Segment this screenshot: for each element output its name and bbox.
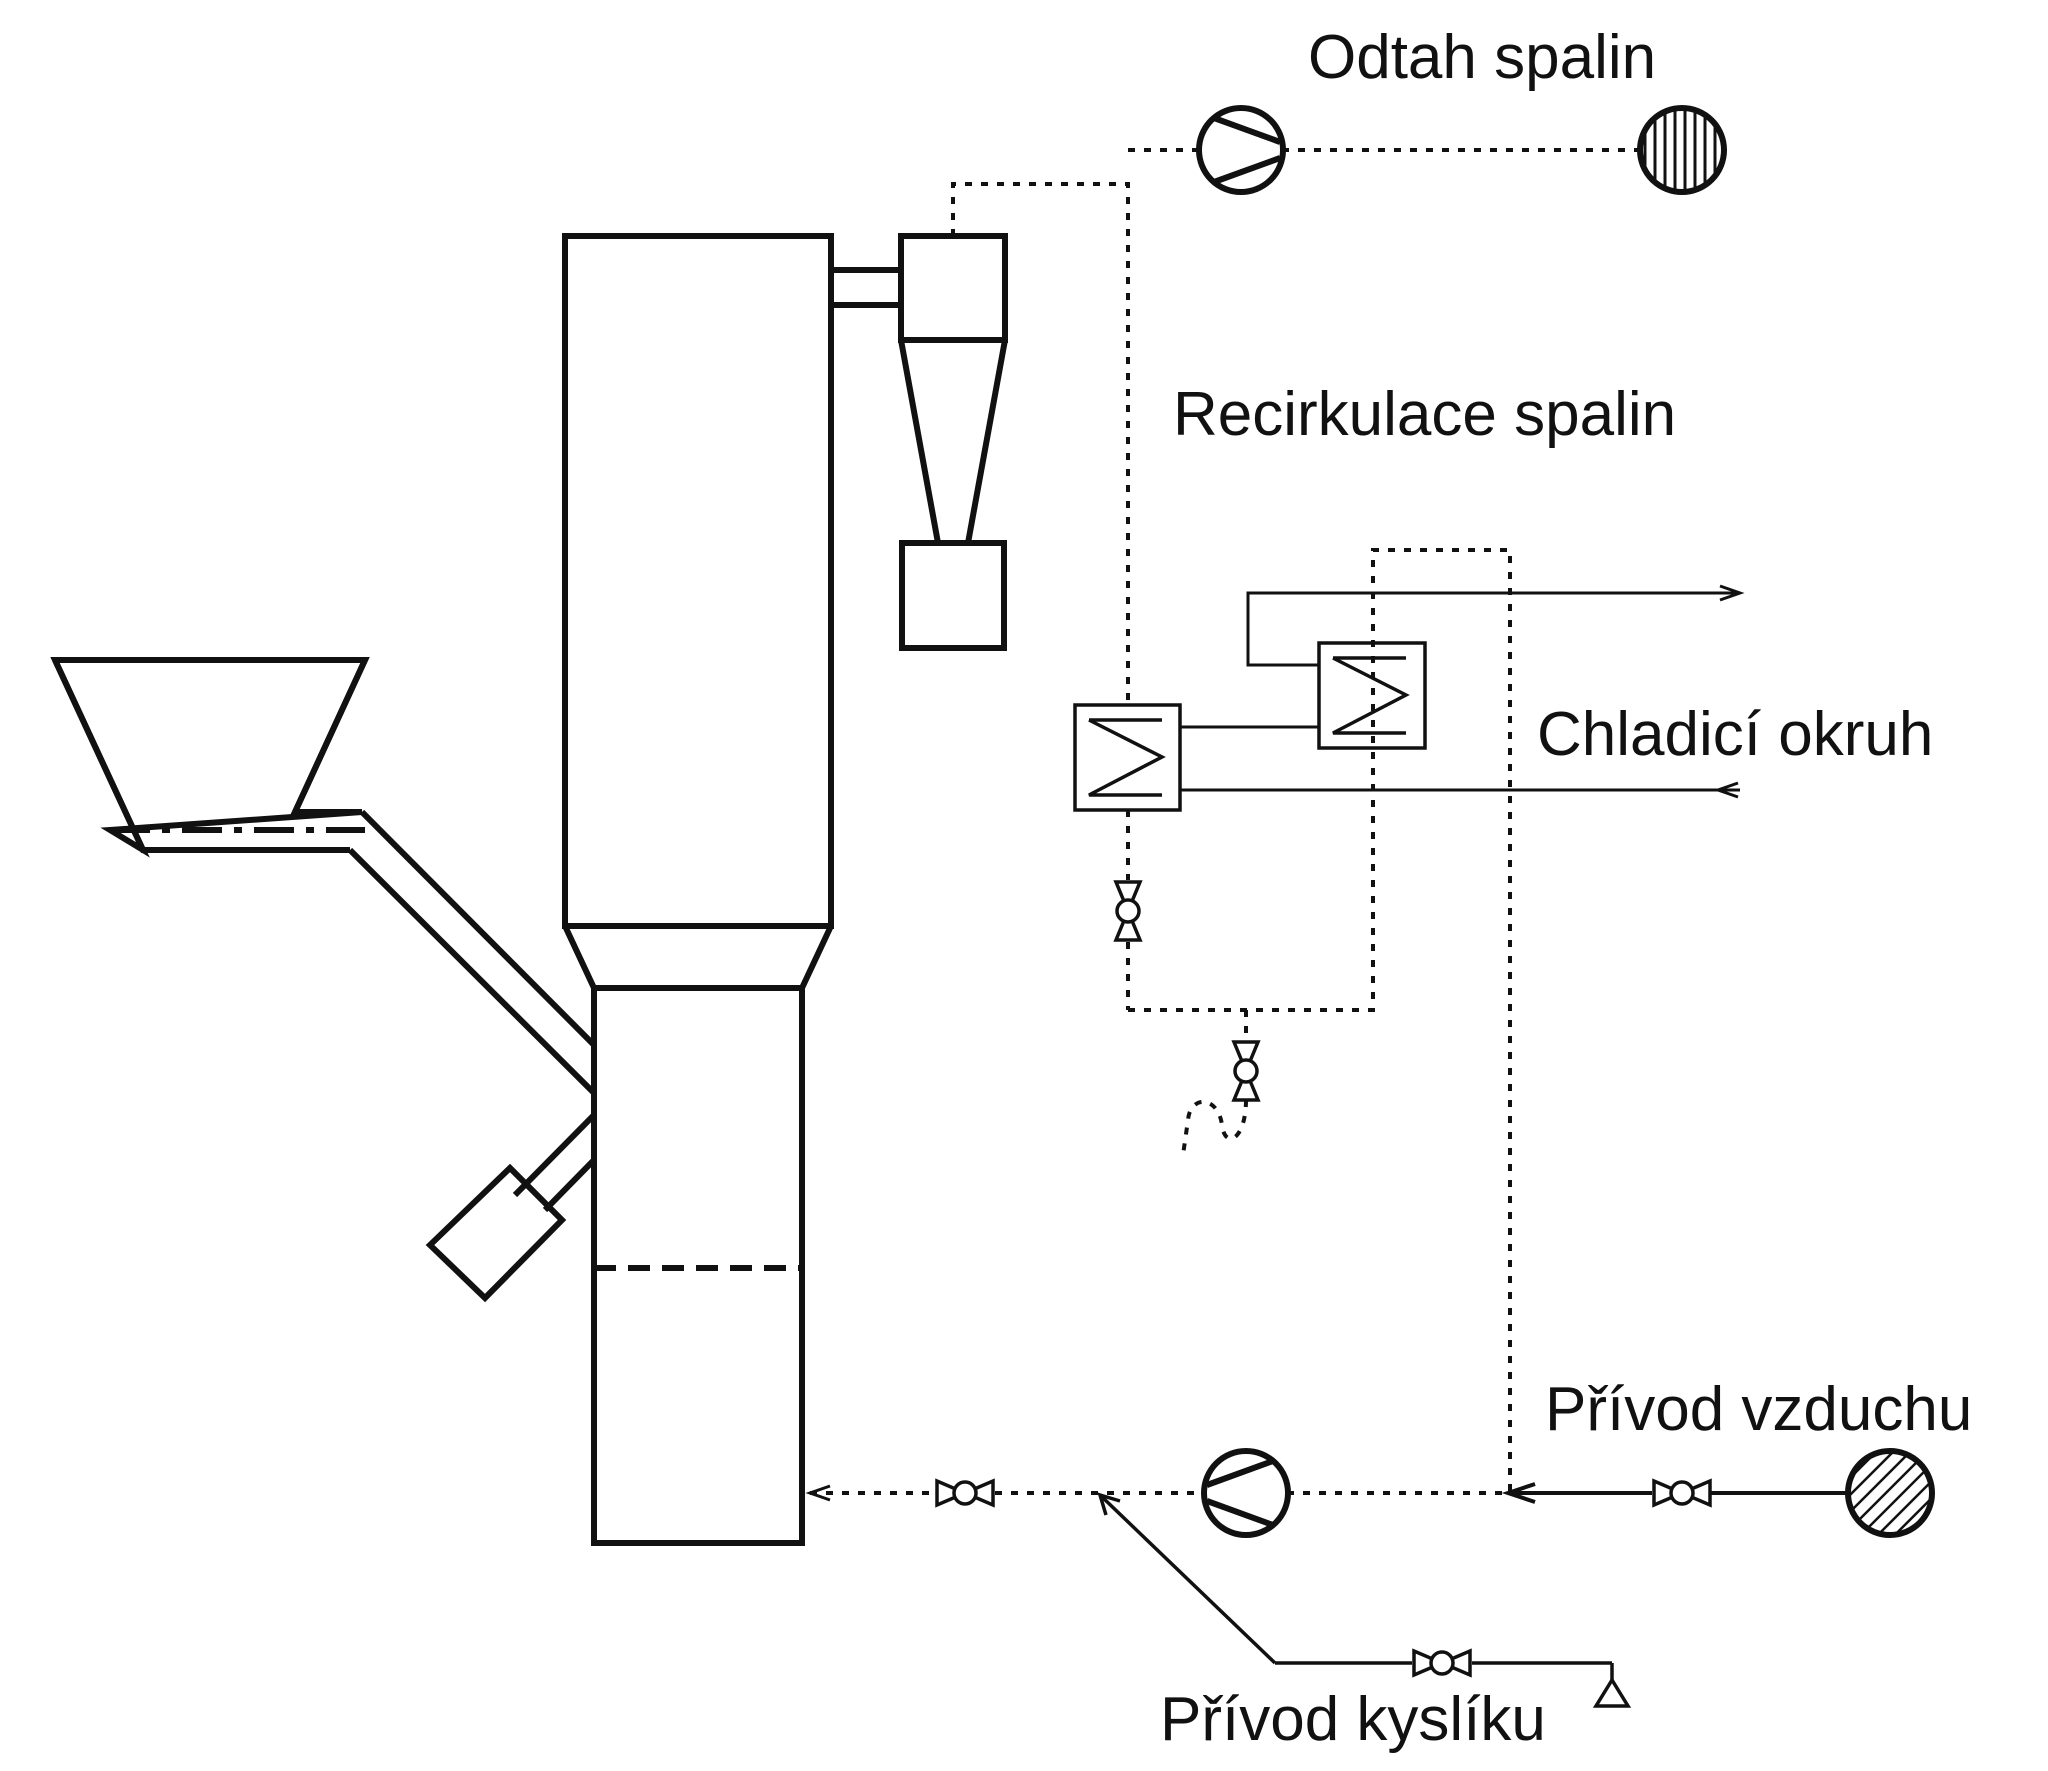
oxygen-valve — [1412, 1648, 1472, 1678]
fuel-hopper — [50, 657, 370, 858]
air-blower — [1201, 1448, 1291, 1538]
air-valve — [1652, 1478, 1712, 1508]
label-flue-gas-recirculation: Recirkulace spalin — [1173, 380, 1676, 449]
exhaust-fan — [1196, 105, 1286, 195]
reactor-taper — [562, 924, 834, 991]
label-flue-gas-exhaust: Odtah spalin — [1308, 23, 1656, 92]
oxygen-source — [1592, 1676, 1632, 1708]
exhaust-outlet — [1637, 105, 1727, 195]
recirculation-loop — [1126, 548, 1512, 1493]
reactor-freeboard — [562, 233, 834, 929]
inlet-valve — [935, 1478, 995, 1508]
feed-chute — [347, 809, 597, 1096]
ash-collector — [899, 540, 1007, 651]
label-cooling-circuit: Chladicí okruh — [1537, 700, 1933, 769]
air-inlet — [1845, 1448, 1935, 1538]
feeder-motor — [425, 1112, 597, 1303]
flue-gas-duct — [951, 182, 1130, 740]
recirculation-valve-vertical — [1113, 880, 1143, 942]
oxygen-line — [1097, 1492, 1632, 1708]
heat-exchanger-1 — [1073, 703, 1182, 812]
cyclone — [831, 233, 1008, 651]
label-air-supply: Přívod vzduchu — [1545, 1375, 1972, 1444]
drain-valve — [1231, 1040, 1261, 1102]
label-oxygen-supply: Přívod kyslíku — [1160, 1685, 1546, 1754]
cooling-circuit-lines — [1180, 584, 1745, 799]
